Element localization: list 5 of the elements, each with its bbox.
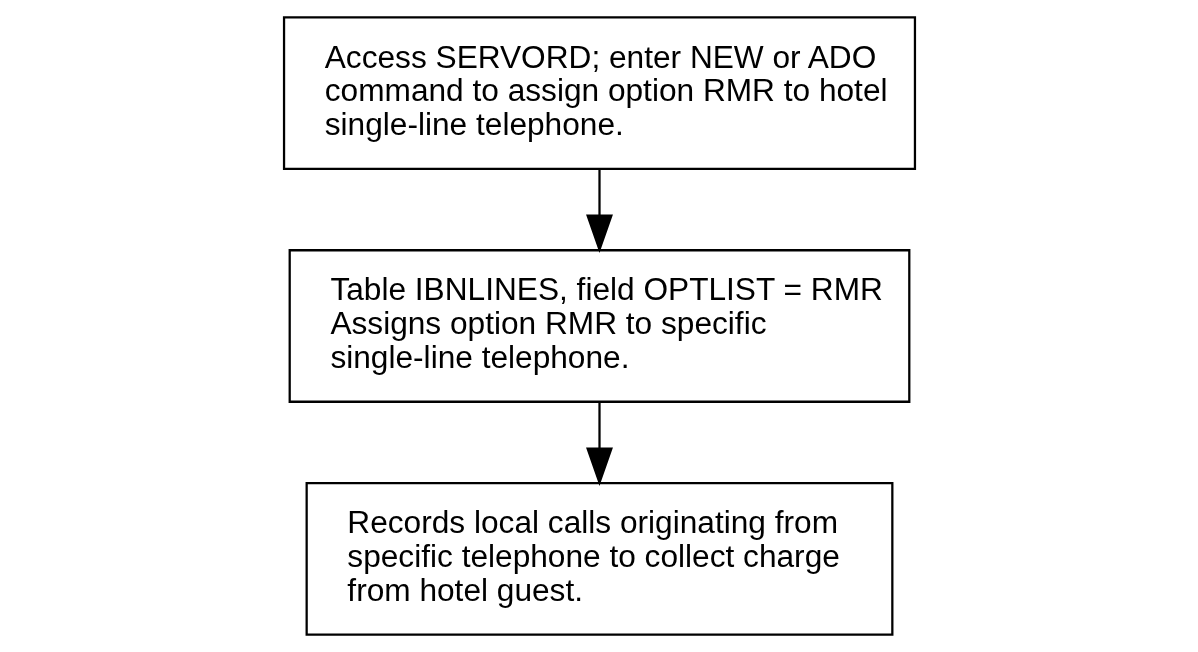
node-box: Records local calls originating from specific telephone to collect charge from hotel guest. [305,482,893,636]
arrow [585,401,613,486]
node-box: Access SERVORD; enter NEW or ADO command to assign option RMR to hotel single-line telephone. [282,16,916,170]
arrow [585,168,613,253]
node-box: Table IBNLINES, field OPTLIST = RMR Assigns option RMR to specific single-line telephone. [288,249,910,403]
